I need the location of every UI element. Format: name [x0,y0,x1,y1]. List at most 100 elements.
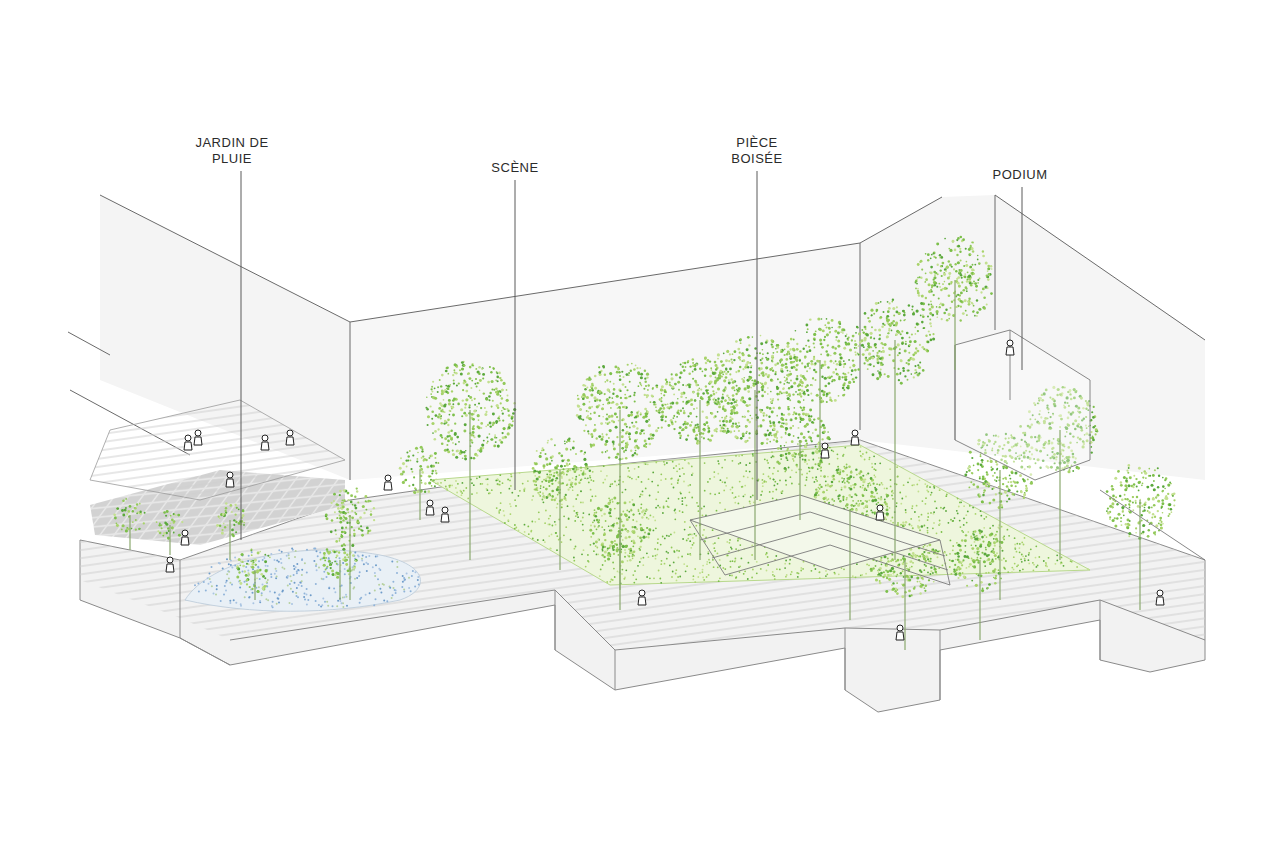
lawn-dot [761,491,763,493]
lawn-dot [868,458,870,460]
lawn-dot [1028,563,1030,565]
lawn-dot [556,549,558,551]
canopy-dot [477,414,480,417]
lawn-dot [592,471,594,473]
canopy-dot [496,422,498,424]
lawn-dot [841,489,843,491]
canopy-dot [463,382,466,385]
canopy-dot [478,402,480,404]
canopy-dot [441,390,444,393]
rain-garden-dot [376,555,378,557]
lawn-dot [522,483,524,485]
rain-garden-dot [296,572,298,574]
lawn-dot [1011,567,1013,569]
lawn-dot [1037,565,1039,567]
lawn-dot [1021,561,1023,563]
rain-garden-dot [392,581,394,583]
lawn-dot [580,502,582,504]
lawn-dot [735,496,737,498]
rain-garden-dot [228,563,230,565]
rain-garden-dot [274,559,276,561]
lawn-dot [993,538,995,540]
lawn-dot [710,493,712,495]
lawn-dot [632,499,634,501]
lawn-dot [656,554,658,556]
lawn-dot [575,515,577,517]
canopy-dot [471,442,473,444]
canopy-dot [474,383,476,385]
canopy-dot [475,368,477,370]
lawn-dot [605,520,607,522]
lawn-dot [980,510,982,512]
lawn-dot [634,468,636,470]
lawn-dot [795,471,797,473]
lawn-dot [718,463,720,465]
lawn-dot [820,468,822,470]
lawn-dot [871,466,873,468]
rain-garden-dot [411,575,413,577]
canopy-dot [443,404,446,407]
canopy-dot [432,432,434,434]
lawn-dot [514,499,516,501]
lawn-dot [653,516,655,518]
rain-garden-dot [353,588,355,590]
lawn-dot [557,503,559,505]
lawn-dot [573,506,575,508]
lawn-dot [892,517,894,519]
lawn-dot [722,567,724,569]
lawn-dot [785,576,787,578]
lawn-dot [444,479,446,481]
lawn-dot [825,480,827,482]
rain-garden-dot [295,550,297,552]
lawn-dot [666,558,668,560]
lawn-dot [723,490,725,492]
rain-garden-dot [281,551,283,553]
rain-garden-dot [327,605,329,607]
lawn-dot [587,554,589,556]
canopy-dot [495,391,498,394]
lawn-dot [985,572,987,574]
rain-garden-dot [194,584,196,586]
lawn-dot [713,566,715,568]
lawn-dot [684,521,686,523]
lawn-dot [642,564,644,566]
lawn-dot [658,570,660,572]
lawn-dot [681,500,683,502]
rain-garden-dot [295,592,297,594]
rain-garden-dot [367,563,369,565]
rain-garden-dot [415,571,417,573]
lawn-dot [1035,557,1037,559]
lawn-dot [471,493,473,495]
canopy-dot [468,406,470,408]
lawn-dot [610,483,612,485]
lawn-dot [662,536,664,538]
lawn-dot [707,481,709,483]
rain-garden-dot [344,568,346,570]
lawn-dot [575,476,577,478]
rain-garden-dot [296,563,298,565]
canopy-dot [507,432,510,435]
lawn-dot [860,446,862,448]
lawn-dot [818,494,820,496]
lawn-dot [554,521,556,523]
canopy-dot [439,402,442,405]
rain-garden-dot [294,582,296,584]
canopy-dot [494,434,496,436]
lawn-dot [561,503,563,505]
lawn-dot [950,540,952,542]
rain-garden-dot [321,604,323,606]
rain-garden-dot [248,555,250,557]
lawn-dot [802,568,804,570]
lawn-dot [787,459,789,461]
lawn-dot [853,505,855,507]
rain-garden-dot [216,588,218,590]
lawn-dot [1001,526,1003,528]
lawn-dot [826,573,828,575]
canopy-dot [453,369,455,371]
rain-garden-dot [226,558,228,560]
lawn-dot [806,479,808,481]
lawn-dot [538,511,540,513]
lawn-dot [556,535,558,537]
lawn-dot [852,575,854,577]
lawn-dot [645,488,647,490]
